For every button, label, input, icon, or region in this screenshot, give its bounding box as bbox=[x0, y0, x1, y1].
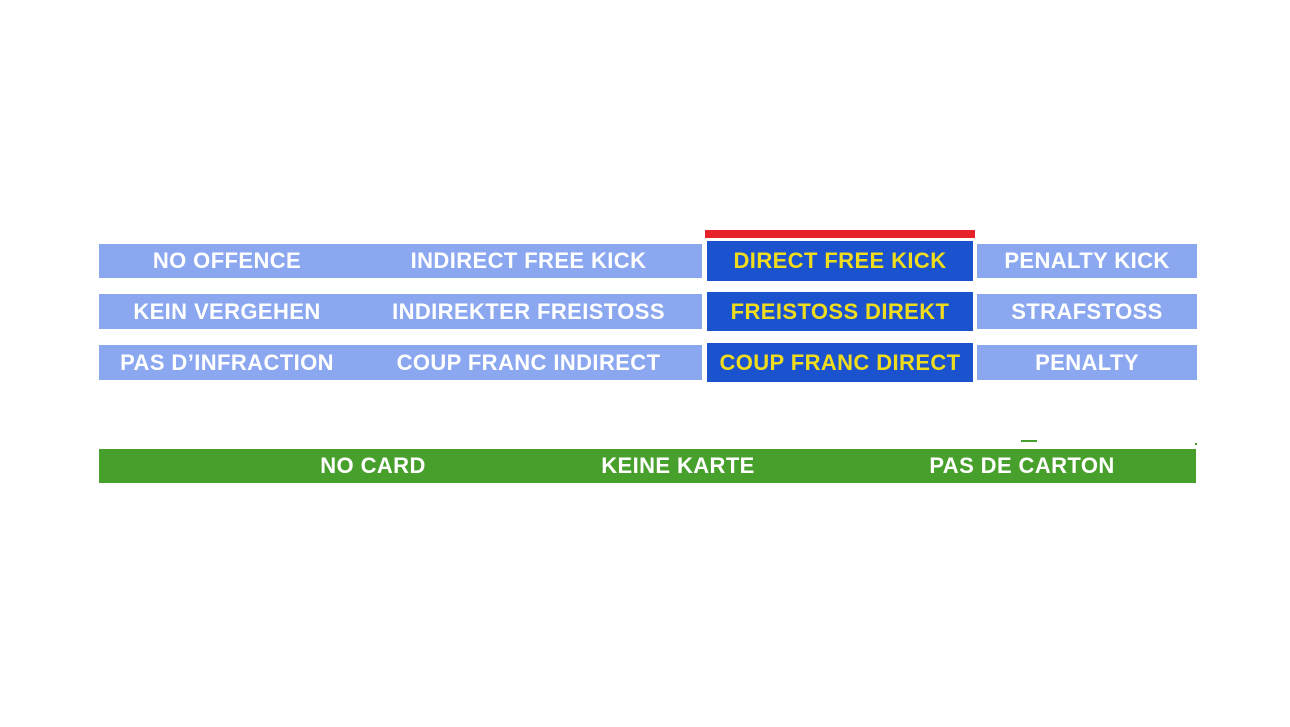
option-pas-d-infraction[interactable]: PAS D’INFRACTION bbox=[120, 349, 334, 375]
card-label-pas-de-carton: PAS DE CARTON bbox=[929, 453, 1115, 478]
option-penalty-kick[interactable]: PENALTY KICK bbox=[977, 244, 1197, 278]
card-label-keine-karte: KEINE KARTE bbox=[601, 453, 755, 478]
option-freistoss-direkt-selected[interactable]: FREISTOSS DIREKT bbox=[707, 292, 973, 331]
option-coup-franc-direct-selected[interactable]: COUP FRANC DIRECT bbox=[707, 343, 973, 382]
card-label-no-card: NO CARD bbox=[320, 453, 426, 478]
option-indirekter-freistoss[interactable]: INDIREKTER FREISTOSS bbox=[392, 298, 665, 324]
option-no-offence[interactable]: NO OFFENCE bbox=[152, 248, 302, 273]
artifact-green-dash bbox=[1021, 440, 1037, 442]
option-kein-vergehen[interactable]: KEIN VERGEHEN bbox=[133, 298, 321, 324]
option-indirect-free-kick[interactable]: INDIRECT FREE KICK bbox=[410, 248, 647, 273]
selected-option-indicator-bar bbox=[705, 230, 975, 238]
card-decision-bar[interactable]: NO CARD KEINE KARTE PAS DE CARTON bbox=[99, 449, 1196, 483]
decision-row-english-left-bar: NO OFFENCE INDIRECT FREE KICK bbox=[99, 244, 702, 278]
option-coup-franc-indirect[interactable]: COUP FRANC INDIRECT bbox=[396, 349, 661, 375]
option-direct-free-kick-selected[interactable]: DIRECT FREE KICK bbox=[707, 241, 973, 281]
option-strafstoss[interactable]: STRAFSTOSS bbox=[977, 294, 1197, 329]
artifact-green-dot bbox=[1195, 443, 1197, 445]
option-penalty[interactable]: PENALTY bbox=[977, 345, 1197, 380]
decision-row-french-left-bar: PAS D’INFRACTION COUP FRANC INDIRECT bbox=[99, 345, 702, 380]
decision-row-german-left-bar: KEIN VERGEHEN INDIREKTER FREISTOSS bbox=[99, 294, 702, 329]
